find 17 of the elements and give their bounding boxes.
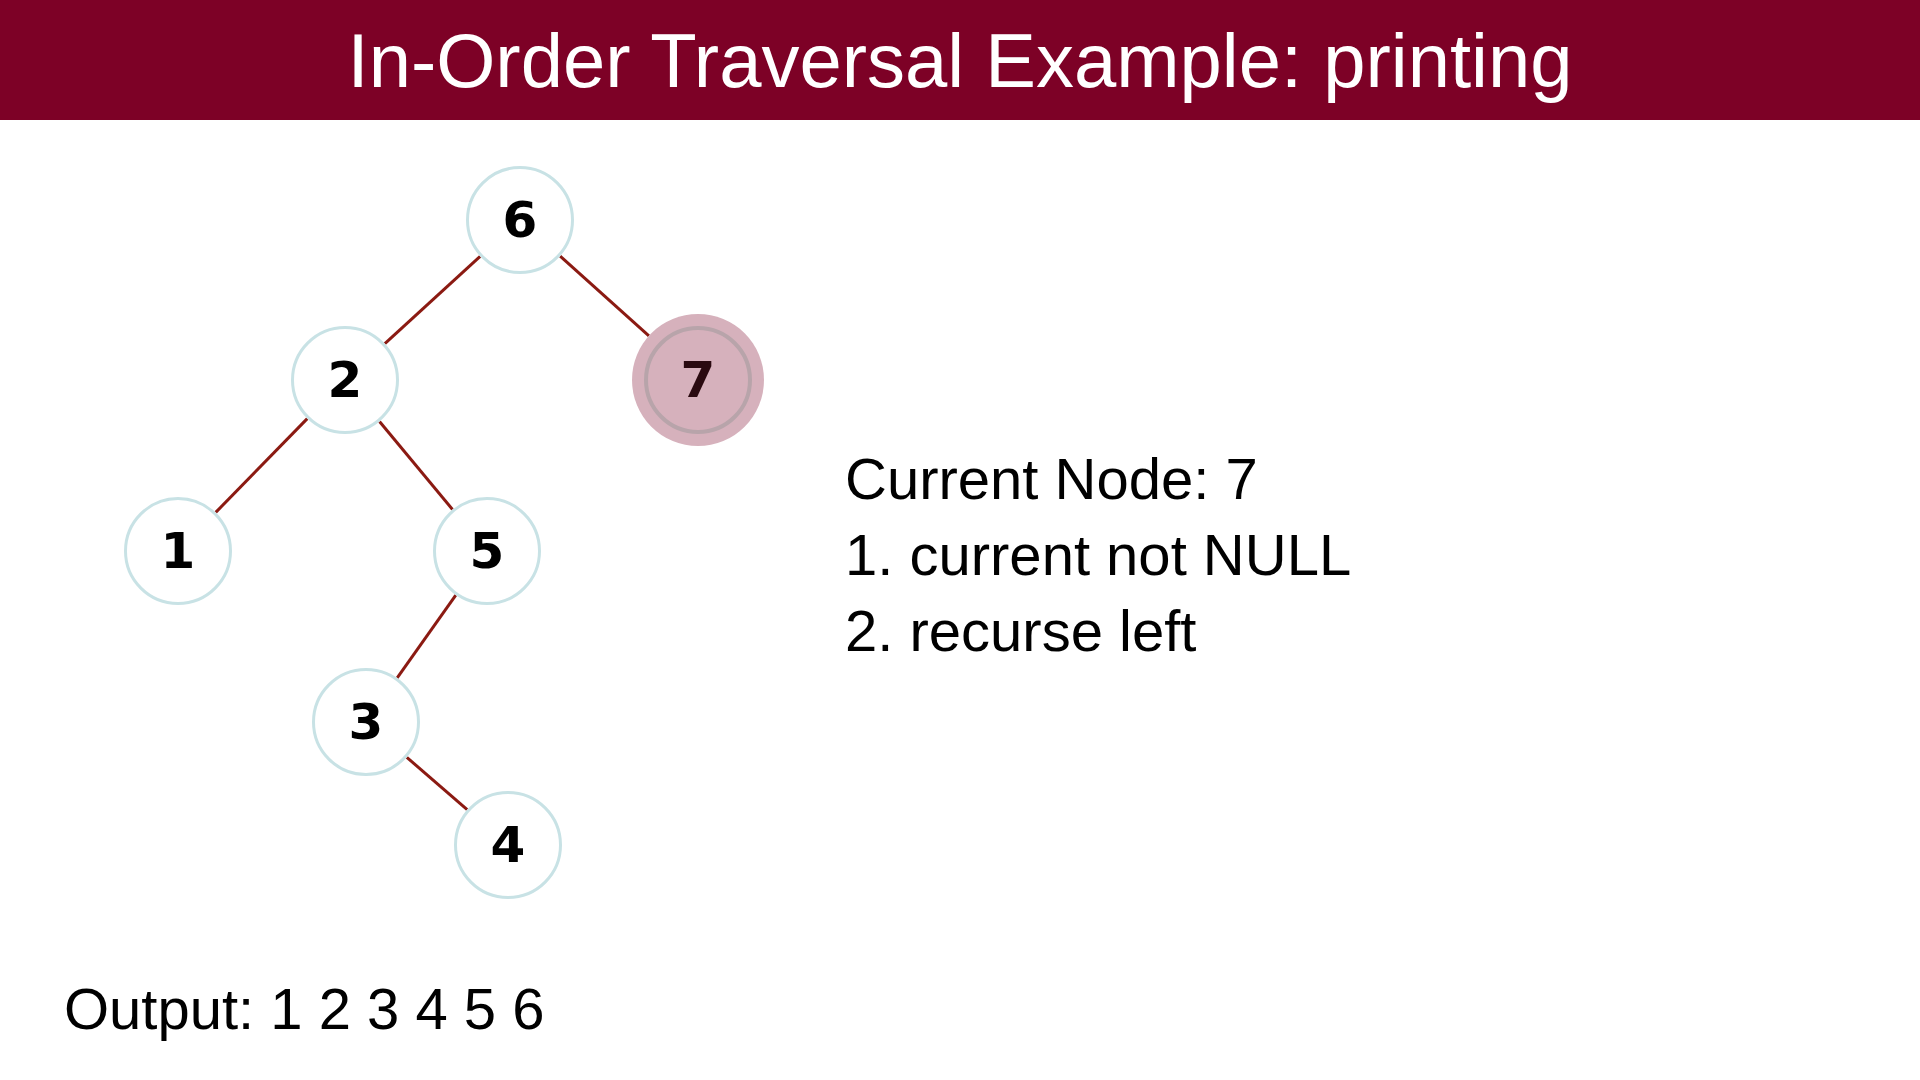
tree-node: 4 xyxy=(454,791,562,899)
step-text: 2. recurse left xyxy=(845,597,1197,664)
output-text: Output: 1 2 3 4 5 6 xyxy=(64,975,545,1042)
step-text: 1. current not NULL xyxy=(845,521,1352,588)
tree-node: 6 xyxy=(466,166,574,274)
title-bar: In-Order Traversal Example: printing xyxy=(0,0,1920,120)
tree-edge xyxy=(383,255,482,345)
tree-edge xyxy=(395,594,458,679)
tree-edge xyxy=(214,417,309,514)
tree-edge xyxy=(559,255,650,337)
tree-node: 5 xyxy=(433,497,541,605)
tree-edge xyxy=(378,420,454,511)
tree-node: 1 xyxy=(124,497,232,605)
tree-node: 2 xyxy=(291,326,399,434)
tree-node: 3 xyxy=(312,668,420,776)
tree-edge xyxy=(405,756,469,811)
current-node-text: Current Node: 7 xyxy=(845,445,1258,512)
